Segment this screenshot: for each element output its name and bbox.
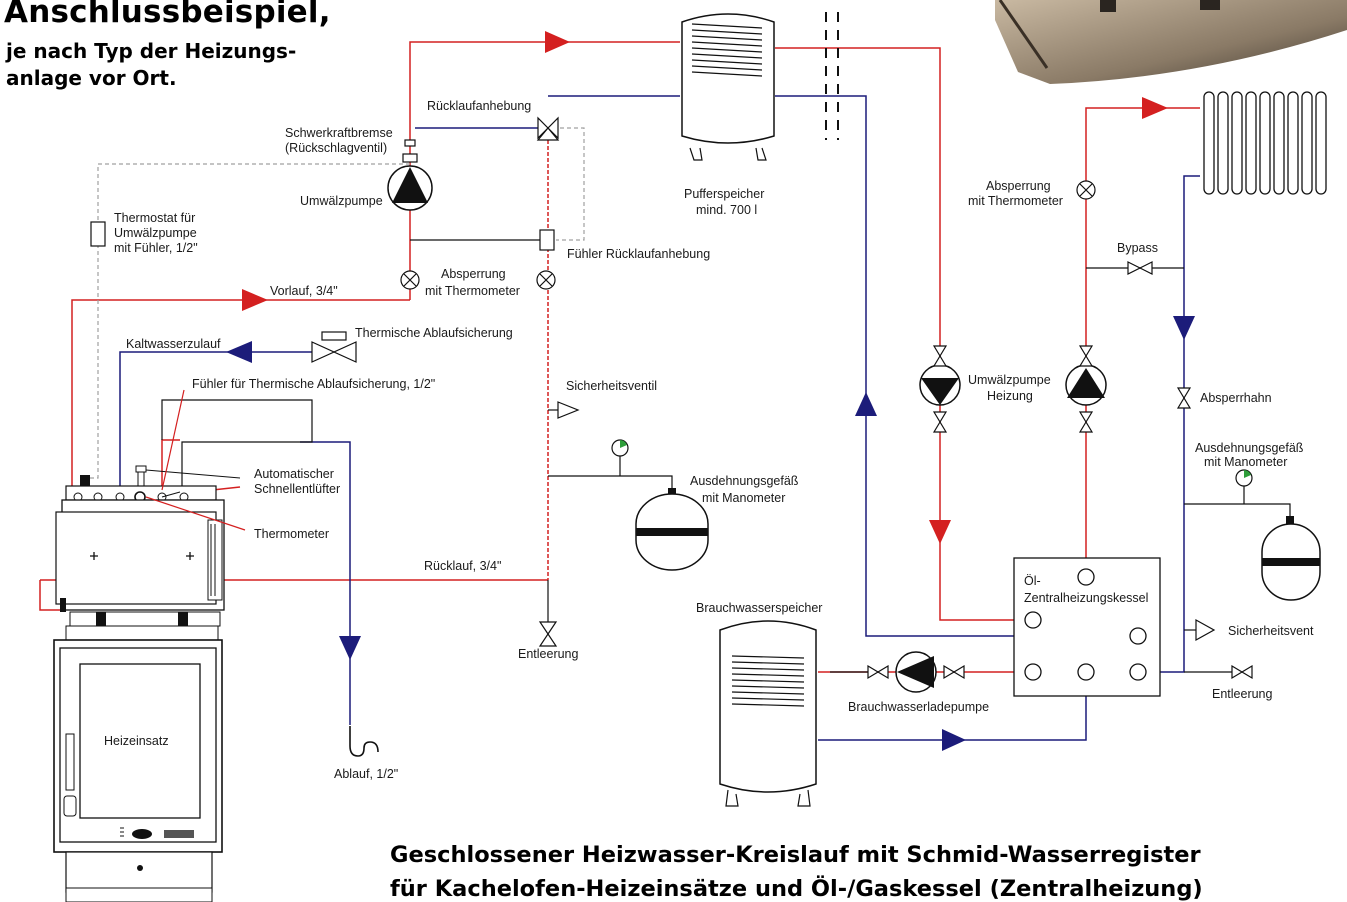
flow-arrow-red [1142, 97, 1168, 119]
pump-umwaelzpumpe [387, 153, 433, 211]
label-ausdehnung-right-1: Ausdehnungsgefäß [1195, 441, 1304, 455]
label-thermostat-2: Umwälzpumpe [114, 226, 197, 240]
sensor-lines [86, 127, 585, 479]
subtitle-line-1: je nach Typ der Heizungs- [6, 39, 297, 63]
label-brauchwasserladepumpe: Brauchwasserladepumpe [848, 700, 989, 714]
expansion-vessels [635, 488, 1321, 601]
label-thermostat-3: mit Fühler, 1/2" [114, 241, 198, 255]
caption-line-1: Geschlossener Heizwasser-Kreislauf mit S… [390, 842, 1201, 868]
label-fuehler-ruecklauf: Fühler Rücklaufanhebung [567, 247, 710, 261]
flow-arrow-blue [855, 392, 877, 416]
label-pufferspeicher-1: Pufferspeicher [684, 187, 764, 201]
pump-heizung-left [919, 364, 961, 406]
label-schwerkraftbremse-1: Schwerkraftbremse [285, 126, 393, 140]
label-absperrung-right-2: mit Thermometer [968, 194, 1063, 208]
pipe-break [825, 12, 839, 140]
label-pufferspeicher-2: mind. 700 l [696, 203, 757, 217]
label-absperrung-right-1: Absperrung [986, 179, 1051, 193]
return-pipes [119, 95, 1200, 741]
flow-arrows [226, 31, 1195, 751]
label-schwerkraftbremse-2: (Rückschlagventil) [285, 141, 387, 155]
label-absperrhahn: Absperrhahn [1200, 391, 1272, 405]
label-thermische-ablaufsicherung: Thermische Ablaufsicherung [355, 326, 513, 340]
flow-arrow-blue [226, 341, 252, 363]
flow-arrow-red [545, 31, 570, 53]
label-ausdehnung-right-2: mit Manometer [1204, 455, 1287, 469]
pufferspeicher-tank [681, 13, 775, 161]
label-entleerung-right: Entleerung [1212, 687, 1273, 701]
flow-arrow-blue [942, 729, 966, 751]
page-subtitle: je nach Typ der Heizungs- anlage vor Ort… [6, 38, 366, 92]
subtitle-line-2: anlage vor Ort. [6, 66, 177, 90]
label-heizeinsatz: Heizeinsatz [104, 734, 169, 748]
oil-boiler [1013, 557, 1161, 697]
label-absperrung-2: mit Thermometer [425, 284, 520, 298]
pump-brauchwasser [895, 651, 937, 693]
flow-arrow-blue [339, 636, 361, 660]
label-kessel-2: Zentralheizungskessel [1024, 591, 1148, 605]
stove-heating-insert [53, 465, 225, 902]
label-thermometer: Thermometer [254, 527, 329, 541]
label-kessel-1: Öl- [1024, 574, 1041, 588]
label-ausdehnung-1: Ausdehnungsgefäß [690, 474, 799, 488]
label-entleerung: Entleerung [518, 647, 579, 661]
label-umwaelzpumpe-heizung-1: Umwälzpumpe [968, 373, 1051, 387]
label-automatischer-2: Schnellentlüfter [254, 482, 340, 496]
drain-trap [349, 726, 379, 757]
label-absperrung-1: Absperrung [441, 267, 506, 281]
radiator [1203, 91, 1327, 195]
label-umwaelzpumpe: Umwälzpumpe [300, 194, 383, 208]
label-fuehler-thermische: Fühler für Thermische Ablaufsicherung, 1… [192, 377, 435, 391]
brauchwasserspeicher-tank [719, 620, 817, 807]
pump-heizung-right [1065, 364, 1107, 406]
flow-arrow-red [929, 520, 951, 544]
label-ablauf: Ablauf, 1/2" [334, 767, 398, 781]
label-automatischer-1: Automatischer [254, 467, 334, 481]
caption-line-2: für Kachelofen-Heizeinsätze und Öl-/Gask… [390, 876, 1203, 902]
thermostat-box [90, 221, 106, 247]
product-photo [995, 0, 1347, 84]
labels: Rücklaufanhebung Schwerkraftbremse (Rück… [104, 99, 1314, 781]
label-ruecklaufanhebung: Rücklaufanhebung [427, 99, 531, 113]
red-leader-lines [145, 389, 246, 531]
leader-lines [145, 469, 241, 498]
label-sicherheitsvent: Sicherheitsvent [1228, 624, 1314, 638]
label-bypass: Bypass [1117, 241, 1158, 255]
label-sicherheitsventil: Sicherheitsventil [566, 379, 657, 393]
label-umwaelzpumpe-heizung-2: Heizung [987, 389, 1033, 403]
label-ruecklauf: Rücklauf, 3/4" [424, 559, 501, 573]
valves [311, 116, 1253, 680]
label-ausdehnung-2: mit Manometer [702, 491, 785, 505]
flow-arrow-blue [1173, 316, 1195, 340]
flow-arrow-red [242, 289, 268, 311]
page-title: Anschlussbeispiel, [4, 0, 331, 30]
label-vorlauf: Vorlauf, 3/4" [270, 284, 338, 298]
label-kaltwasserzulauf: Kaltwasserzulauf [126, 337, 221, 351]
label-brauchwasserspeicher: Brauchwasserspeicher [696, 601, 822, 615]
label-thermostat-1: Thermostat für [114, 211, 195, 225]
manometers [611, 439, 1253, 487]
